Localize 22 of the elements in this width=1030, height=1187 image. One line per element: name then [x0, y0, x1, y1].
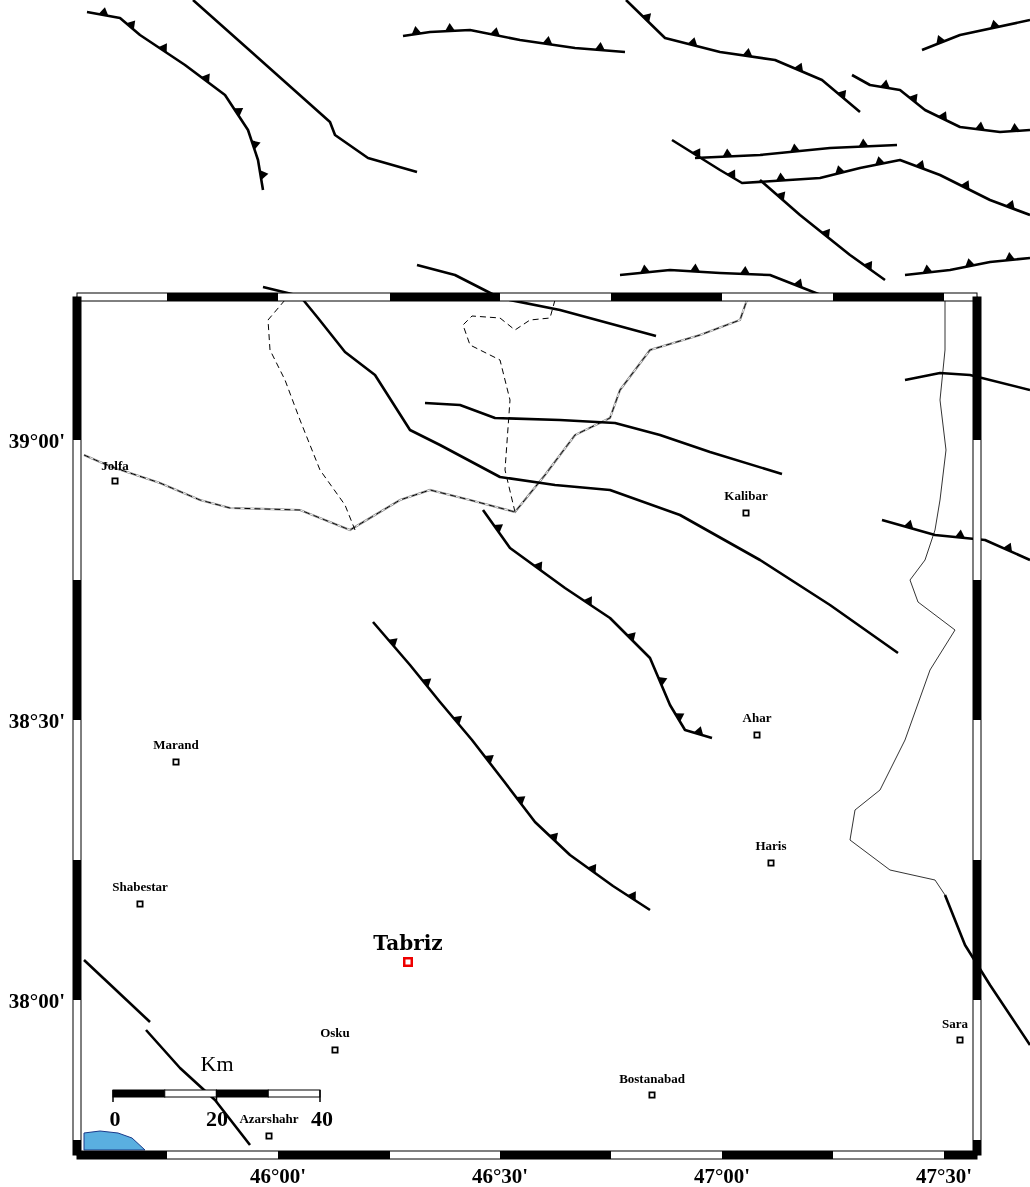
town-label: Ahar — [742, 710, 772, 724]
latitude-label: 38°00' — [8, 990, 65, 1012]
town-label: Sara — [942, 1016, 968, 1030]
scale-number: 40 — [311, 1108, 333, 1130]
longitude-label: 46°30' — [471, 1165, 529, 1187]
longitude-label: 47°00' — [693, 1165, 751, 1187]
longitude-label: 47°30' — [915, 1165, 973, 1187]
city-label: Tabriz — [373, 933, 443, 953]
scale-number: 20 — [206, 1108, 228, 1130]
latitude-label: 39°00' — [8, 430, 65, 452]
latitude-label: 38°30' — [8, 710, 65, 732]
town-label: Osku — [320, 1025, 350, 1039]
town-label: Kalibar — [724, 488, 768, 502]
town-label: Bostanabad — [619, 1071, 685, 1085]
town-label: Jolfa — [101, 458, 129, 472]
scale-unit: Km — [200, 1053, 234, 1075]
longitude-label: 46°00' — [249, 1165, 307, 1187]
scale-number: 0 — [109, 1108, 121, 1130]
town-label: Haris — [755, 838, 787, 852]
town-label: Shabestar — [112, 879, 168, 893]
town-label: Azarshahr — [239, 1111, 299, 1125]
town-label: Marand — [153, 737, 199, 751]
